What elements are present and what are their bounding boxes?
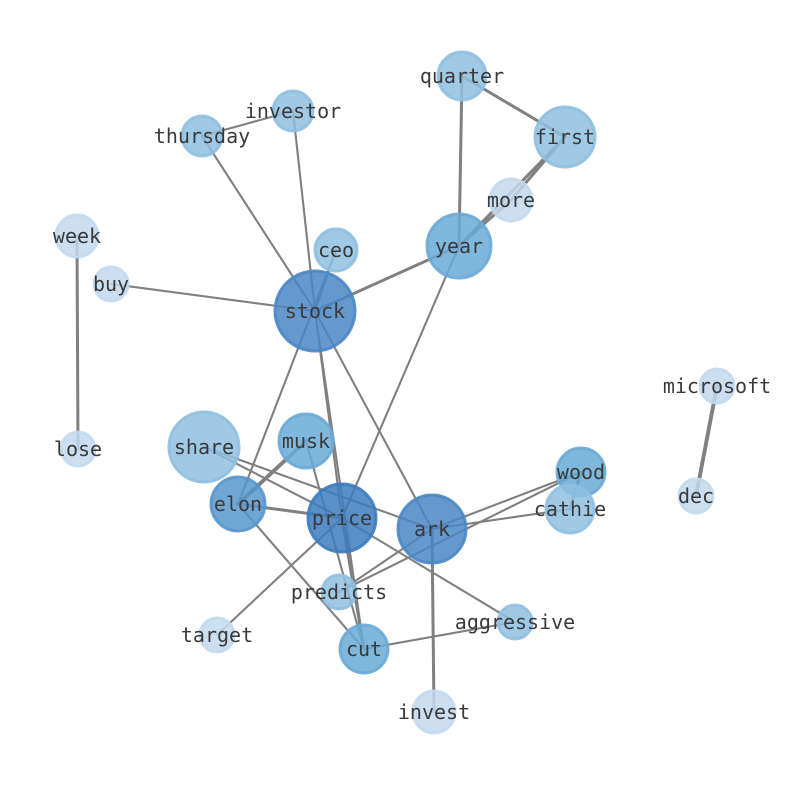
node-circle-ark xyxy=(396,493,468,565)
node-stock: stock xyxy=(273,269,357,353)
node-label-aggressive: aggressive xyxy=(455,610,575,634)
node-label-buy: buy xyxy=(93,272,129,296)
node-circle-buy xyxy=(92,265,130,303)
node-predicts: predicts xyxy=(291,573,387,611)
node-lose: lose xyxy=(54,430,102,468)
edge-share-ark xyxy=(202,445,434,531)
edge-elon-cut xyxy=(236,502,366,651)
node-musk: musk xyxy=(277,412,335,470)
node-circle-stock xyxy=(273,269,357,353)
node-label-microsoft: microsoft xyxy=(663,374,771,398)
node-label-musk: musk xyxy=(282,429,330,453)
node-cut: cut xyxy=(338,623,390,675)
node-circle-more xyxy=(488,177,534,223)
node-circle-musk xyxy=(277,412,335,470)
node-circle-year xyxy=(425,212,493,280)
node-dec: dec xyxy=(677,477,715,515)
node-share: share xyxy=(167,410,241,484)
node-circle-cathie xyxy=(544,483,596,535)
node-label-dec: dec xyxy=(678,484,714,508)
node-circle-week xyxy=(54,213,100,259)
node-ark: ark xyxy=(396,493,468,565)
node-week: week xyxy=(53,213,101,259)
node-circle-invest xyxy=(411,689,457,735)
node-target: target xyxy=(181,616,253,654)
node-circle-cut xyxy=(338,623,390,675)
node-label-investor: investor xyxy=(245,99,341,123)
node-label-ceo: ceo xyxy=(318,238,354,262)
node-circle-microsoft xyxy=(698,367,736,405)
node-label-target: target xyxy=(181,623,253,647)
node-circle-dec xyxy=(677,477,715,515)
node-more: more xyxy=(487,177,535,223)
edge-microsoft-dec xyxy=(694,384,719,498)
node-ceo: ceo xyxy=(313,227,359,273)
node-label-quarter: quarter xyxy=(420,64,504,88)
node-year: year xyxy=(425,212,493,280)
node-label-stock: stock xyxy=(285,299,345,323)
node-circle-elon xyxy=(209,475,267,533)
edges-layer xyxy=(75,74,719,714)
node-quarter: quarter xyxy=(420,50,504,102)
node-label-week: week xyxy=(53,224,101,248)
node-price: price xyxy=(306,482,378,554)
node-circle-investor xyxy=(271,89,315,133)
node-label-predicts: predicts xyxy=(291,580,387,604)
node-circle-ceo xyxy=(313,227,359,273)
node-invest: invest xyxy=(398,689,470,735)
node-label-price: price xyxy=(312,506,372,530)
node-label-first: first xyxy=(535,125,595,149)
node-label-elon: elon xyxy=(214,492,262,516)
node-circle-share xyxy=(167,410,241,484)
node-label-year: year xyxy=(435,234,483,258)
node-circle-quarter xyxy=(436,50,488,102)
node-circle-target xyxy=(198,616,236,654)
node-first: first xyxy=(533,105,597,169)
node-aggressive: aggressive xyxy=(455,603,575,641)
node-label-cut: cut xyxy=(346,637,382,661)
node-circle-lose xyxy=(59,430,97,468)
node-label-ark: ark xyxy=(414,517,450,541)
node-investor: investor xyxy=(245,89,341,133)
node-label-invest: invest xyxy=(398,700,470,724)
node-circle-first xyxy=(533,105,597,169)
node-label-wood: wood xyxy=(557,460,605,484)
node-thursday: thursday xyxy=(154,114,250,158)
node-label-more: more xyxy=(487,188,535,212)
node-microsoft: microsoft xyxy=(663,367,771,405)
edge-week-lose xyxy=(75,234,80,451)
node-circle-price xyxy=(306,482,378,554)
node-label-thursday: thursday xyxy=(154,124,250,148)
node-label-lose: lose xyxy=(54,437,102,461)
node-circle-thursday xyxy=(180,114,224,158)
node-circle-aggressive xyxy=(496,603,534,641)
node-buy: buy xyxy=(92,265,130,303)
node-label-cathie: cathie xyxy=(534,497,606,521)
node-cathie: cathie xyxy=(534,483,606,535)
edge-year-price xyxy=(340,244,461,520)
node-elon: elon xyxy=(209,475,267,533)
node-circle-predicts xyxy=(320,573,358,611)
node-label-share: share xyxy=(174,435,234,459)
edge-cut-aggressive xyxy=(362,620,517,651)
